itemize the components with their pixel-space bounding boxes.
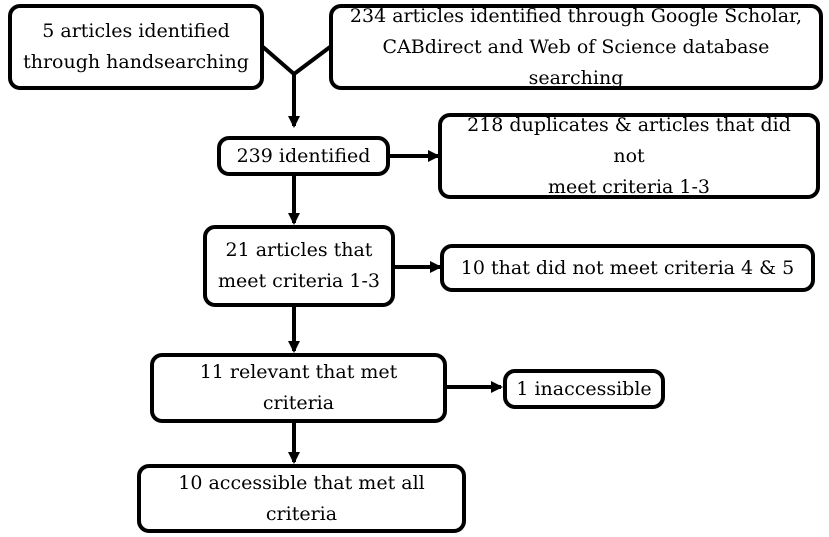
identified-box: 239 identified	[217, 136, 390, 176]
inaccessible-label: 1 inaccessible	[516, 377, 652, 400]
handsearch-line-1: 5 articles identified	[42, 20, 230, 42]
database-box: 234 articles identified through Google S…	[329, 4, 823, 90]
identified-label: 239 identified	[236, 144, 371, 167]
relevant-label: 11 relevant that met criteria	[199, 361, 398, 414]
duplicates-line-1: 218 duplicates & articles that did not	[467, 113, 791, 167]
accessible-box: 10 accessible that met all criteria	[137, 464, 466, 533]
handsearch-box: 5 articles identified through handsearch…	[8, 4, 264, 90]
database-line-2: CABdirect and Web of Science database se…	[382, 35, 770, 89]
accessible-label: 10 accessible that met all criteria	[178, 471, 425, 525]
not-meet-4-5-box: 10 that did not meet criteria 4 & 5	[440, 244, 815, 292]
duplicates-line-2: meet criteria 1-3	[548, 175, 710, 198]
relevant-box: 11 relevant that met criteria	[150, 353, 447, 423]
meet-criteria-box: 21 articles that meet criteria 1-3	[203, 225, 395, 307]
connector-database-merge	[292, 45, 332, 76]
inaccessible-box: 1 inaccessible	[503, 369, 665, 409]
database-line-1: 234 articles identified through Google S…	[349, 4, 803, 27]
handsearch-line-2: through handsearching	[23, 51, 249, 73]
meet-criteria-line-1: 21 articles that	[225, 239, 373, 261]
not-meet-4-5-label: 10 that did not meet criteria 4 & 5	[460, 256, 795, 279]
meet-criteria-line-2: meet criteria 1-3	[218, 270, 380, 292]
connector-handsearch-merge	[261, 45, 296, 76]
duplicates-box: 218 duplicates & articles that did not m…	[438, 113, 820, 199]
